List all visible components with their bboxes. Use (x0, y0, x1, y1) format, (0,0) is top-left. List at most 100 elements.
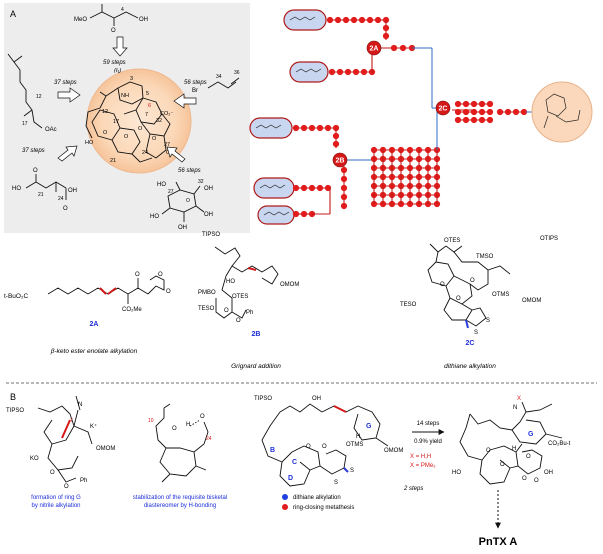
tree-dot-106 (454, 116, 462, 124)
i2c-caption: dithiane alkylation (444, 363, 496, 370)
br-frag-c27: 27 (168, 189, 174, 195)
fragment-right (207, 77, 240, 89)
fragment-bottom-right (161, 181, 205, 222)
tree-dot-99 (478, 100, 486, 108)
b1-ko: KO (30, 456, 39, 462)
i2c-omom: OMOM (522, 298, 541, 304)
block-pill-1-glyph (289, 16, 316, 21)
tree-dot-111 (496, 108, 504, 116)
core-c21: 21 (110, 158, 116, 164)
b3-s1: S (334, 480, 338, 486)
br-frag-ho2: HO (150, 214, 159, 220)
i2c-o2: O (456, 296, 461, 302)
tree-dot-104 (478, 108, 486, 116)
left-frag-c12: 12 (36, 94, 42, 100)
tree-dot-91 (316, 184, 324, 192)
i2a-co2me: CO₂Me (122, 307, 142, 313)
bl-frag-o1: O (33, 168, 38, 174)
core-c27: 27 (164, 142, 170, 148)
block-pill-5 (257, 205, 295, 225)
b4-steps: 2 steps (403, 486, 423, 492)
x-label-pme3: X = PMe₃ (410, 463, 436, 469)
i2a-caption: β-keto ester enolate alkylation (50, 348, 138, 355)
tree-dot-109 (478, 116, 486, 124)
tree-dot-97 (462, 100, 470, 108)
arrow-right-steps: 56 steps (184, 80, 207, 86)
br-frag-oh3: OH (204, 186, 213, 192)
i2c-teso: TESO (400, 302, 417, 308)
i2a-o2: O (166, 289, 171, 295)
final-product-label: PnTX A (479, 536, 518, 548)
i2c-otms: OTMS (492, 292, 509, 298)
core-c5: 5 (146, 91, 149, 97)
i2b-tipso: TIPSO (202, 232, 220, 238)
reaction-steps: 14 steps (417, 421, 440, 427)
tree-dot-17 (399, 44, 407, 52)
b2-o1: O (172, 426, 177, 432)
i2c-o1: O (440, 282, 445, 288)
b1-omom: OMOM (96, 446, 115, 452)
tree-dot-83 (340, 166, 348, 174)
tree-dot-5 (366, 16, 374, 24)
i2c-s2: S (486, 318, 490, 324)
arrow-top (112, 36, 128, 57)
tree-dot-3 (350, 16, 358, 24)
b4-h: H (512, 446, 516, 452)
arrow-top-steps: 59 steps (103, 60, 126, 66)
arrow-left-steps: 37 steps (54, 80, 77, 86)
b1-c7: 7 (70, 418, 73, 424)
tree-dot-85 (340, 184, 348, 192)
b4-o4: O (522, 476, 527, 482)
i2c-s1: S (474, 330, 478, 336)
tree-dot-8 (382, 24, 390, 32)
br-frag-c32: 32 (198, 179, 204, 185)
arrow-bottom-right (166, 146, 186, 163)
i2a-o3: O (158, 272, 163, 278)
block-pill-1 (283, 9, 327, 31)
tree-dot-94 (300, 210, 308, 218)
tree-dot-21 (308, 124, 316, 132)
core-c12: 12 (102, 109, 108, 115)
left-frag-c17: 17 (22, 121, 28, 127)
arrow-top-sub: (ℓ₁) (114, 68, 121, 74)
tree-dot-86 (340, 193, 348, 201)
tree-dot-114 (520, 108, 528, 116)
b1-n: N (78, 402, 82, 408)
b3-otms: OTMS (346, 442, 363, 448)
tree-dot-108 (470, 116, 478, 124)
b3-ring-b: B (270, 447, 275, 454)
br-frag-o: O (186, 198, 190, 204)
tree-dot-16 (390, 44, 398, 52)
legend-dithiane-label: dithiane alkylation (293, 495, 341, 501)
right-frag-c36: 36 (234, 70, 240, 76)
b2-c24: 24 (206, 436, 212, 442)
tree-dot-14 (360, 68, 368, 76)
i2b-o2: O (236, 318, 241, 324)
panel-a-label: A (10, 9, 16, 19)
b3-tipso: TIPSO (254, 396, 272, 402)
tree-dot-2 (342, 16, 350, 24)
tree-dot-1 (334, 16, 342, 24)
fragment-top: MeO O 4 OH (74, 4, 148, 34)
b1-o2: O (64, 484, 69, 490)
i2c-o3: O (470, 278, 475, 284)
tree-dot-102 (462, 108, 470, 116)
tree-dot-98 (470, 100, 478, 108)
tree-dot-100 (486, 100, 494, 108)
b3-o2: O (322, 444, 327, 450)
b3-ring-g: G (366, 423, 372, 430)
b4-ring-g: G (528, 431, 534, 438)
bl-frag-ho: HO (12, 186, 21, 192)
fragment-bottom-left (25, 174, 67, 200)
i2c-id: 2C (466, 340, 475, 347)
b4-o5: O (534, 478, 539, 484)
b3-structure (261, 403, 389, 487)
tree-product-glyph (543, 93, 581, 129)
core-labels: 3 NH 5 6 7 12 17 32 CO₂⁻ HO O O 21 24 27… (85, 76, 174, 164)
b2-o2: O (200, 414, 205, 420)
tree-dot-26 (332, 140, 340, 148)
tree-dot-23 (324, 124, 332, 132)
i2a-tbu: t-BuO₂C (4, 293, 29, 300)
tree-node-label-2c: 2C (439, 105, 448, 112)
